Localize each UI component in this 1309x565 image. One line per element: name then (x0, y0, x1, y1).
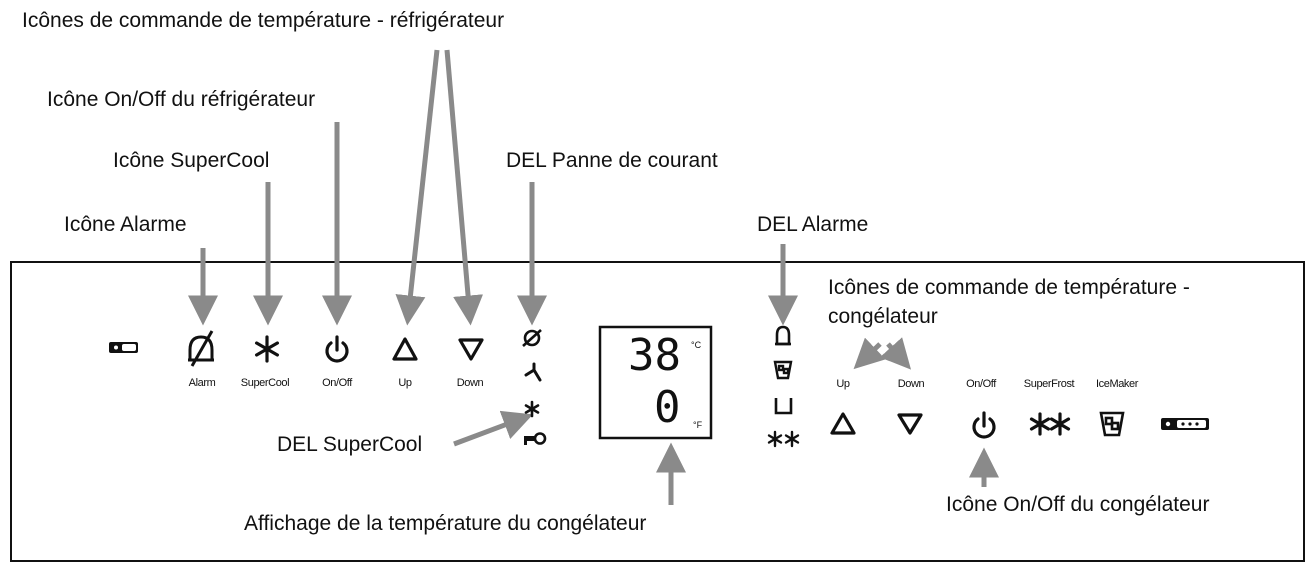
power-icon[interactable] (325, 335, 349, 363)
fridge-button-label-supercool: SuperCool (240, 377, 290, 389)
freezer-power-icon[interactable] (972, 411, 996, 439)
freezer-temperature-readout: 0 (654, 382, 681, 433)
control-panel-frame (10, 261, 1305, 562)
fridge-button-label-onoff: On/Off (322, 377, 352, 389)
triangle-up-icon[interactable] (392, 337, 418, 361)
arrow-fridge-down (444, 49, 484, 326)
fan-led-icon (524, 362, 542, 382)
freezer-triangle-down-icon[interactable] (897, 413, 923, 435)
callout-power-fail-led: DEL Panne de courant (506, 149, 718, 172)
callout-alarm-icon: Icône Alarme (64, 213, 187, 236)
ice-bucket-led-icon (773, 360, 793, 380)
battery-indicator-right-icon (1161, 418, 1209, 430)
freezer-button-label-superfrost: SuperFrost (1023, 378, 1075, 390)
arrow-freezer-up (853, 337, 886, 370)
freezer-button-label-down: Down (897, 378, 925, 390)
triangle-down-icon[interactable] (458, 338, 484, 361)
supercool-led-icon (524, 400, 540, 418)
callout-supercool-icon: Icône SuperCool (113, 149, 270, 172)
freezer-triangle-up-icon[interactable] (830, 412, 856, 435)
callout-freezer-temp-display: Affichage de la température du congélate… (244, 512, 647, 535)
callout-supercool-led: DEL SuperCool (277, 433, 423, 456)
unit-celsius-label: °C (691, 340, 702, 350)
unit-fahrenheit-label: °F (693, 420, 703, 430)
alarm-led-icon (775, 325, 791, 346)
power-fail-led-icon (522, 329, 542, 347)
callout-fridge-onoff-icon: Icône On/Off du réfrigérateur (47, 88, 316, 111)
fridge-button-label-up: Up (398, 377, 412, 389)
callout-fridge-temp-icons: Icônes de commande de température - réfr… (22, 9, 505, 32)
freezer-button-label-icemaker: IceMaker (1095, 378, 1139, 390)
arrow-freezer-down (879, 337, 912, 370)
fridge-temperature-readout: 38 (628, 330, 681, 381)
superfrost-led-icon (767, 430, 800, 448)
freezer-button-label-up: Up (836, 378, 850, 390)
temperature-display-frame (598, 325, 713, 440)
callout-alarm-led: DEL Alarme (757, 213, 869, 236)
asterisk-icon[interactable] (255, 335, 279, 363)
ice-tray-led-icon (774, 398, 793, 415)
battery-indicator-icon (109, 342, 138, 353)
callout-freezer-temp-icons-line1: Icônes de commande de température - (828, 276, 1190, 299)
ice-cube-icon[interactable] (1099, 411, 1125, 437)
arrow-supercool-led (453, 410, 534, 447)
bell-crossed-icon[interactable] (188, 330, 214, 367)
callout-freezer-temp-icons-line2: congélateur (828, 305, 938, 328)
arrow-fridge-up (395, 49, 440, 326)
key-led-icon (524, 432, 547, 445)
freezer-button-label-onoff: On/Off (966, 378, 996, 390)
fridge-button-label-alarm: Alarm (188, 377, 216, 389)
fridge-button-label-down: Down (456, 377, 484, 389)
callout-freezer-onoff-icon: Icône On/Off du congélateur (946, 493, 1210, 516)
double-asterisk-icon[interactable] (1029, 412, 1071, 436)
